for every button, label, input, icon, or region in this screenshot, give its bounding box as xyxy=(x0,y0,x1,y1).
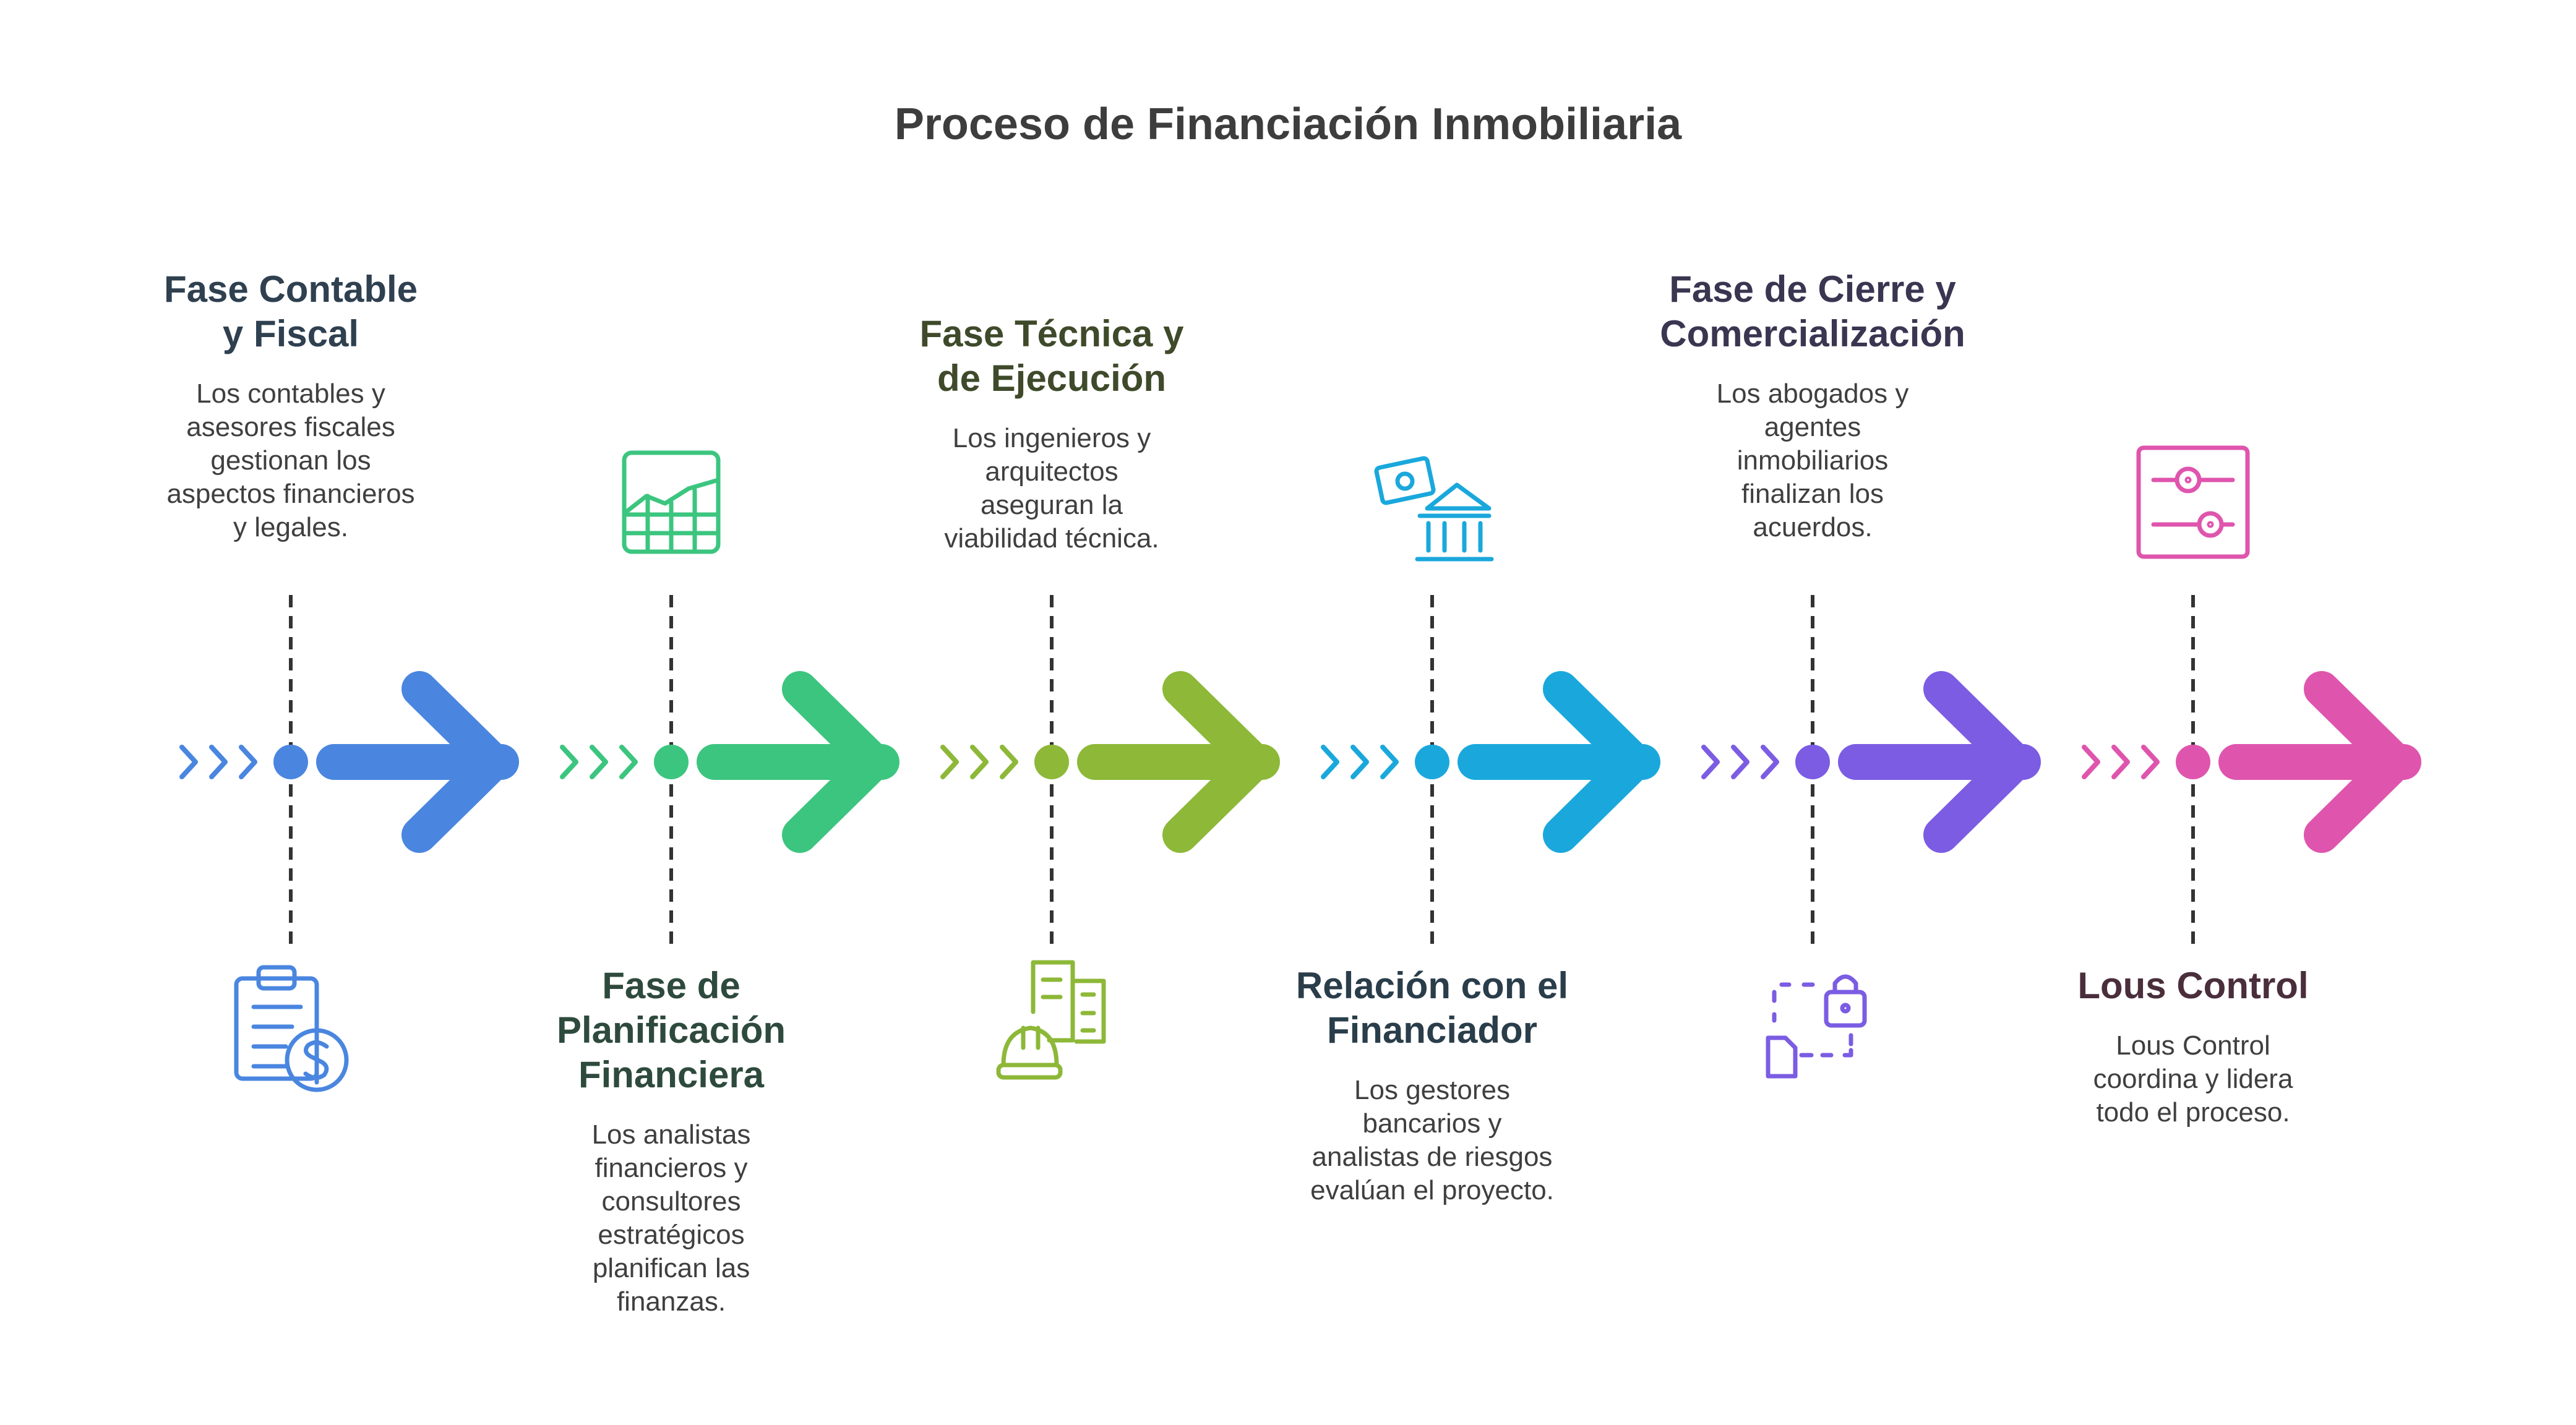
arrow-right-icon xyxy=(316,671,519,853)
phase-control xyxy=(2082,445,2421,944)
phase-heading-line: de Ejecución xyxy=(937,357,1167,399)
arrow-right-icon xyxy=(1458,671,1660,853)
phase-description-line: todo el proceso. xyxy=(2096,1097,2290,1128)
chevron-icon xyxy=(2082,745,2100,779)
arrow-right-icon xyxy=(2218,671,2421,853)
chevron-icon xyxy=(940,745,959,779)
phase-cierre xyxy=(1701,595,2041,1079)
phase-description-line: finanzas. xyxy=(616,1286,726,1317)
phase-marker xyxy=(1415,745,1449,779)
chevron-icon xyxy=(1000,745,1018,779)
hardhat-building-icon xyxy=(996,960,1106,1080)
phase-heading-line: Financiera xyxy=(578,1054,765,1095)
phase-description-line: Los gestores xyxy=(1354,1075,1510,1105)
phase-heading-line: Planificación xyxy=(556,1009,786,1051)
arrow-right-icon xyxy=(1077,671,1280,853)
phase-heading-line: Lous Control xyxy=(2077,965,2309,1006)
diagram-title: Proceso de Financiación Inmobiliaria xyxy=(894,100,1682,149)
phase-description-line: Los analistas xyxy=(591,1119,751,1150)
phase-description-line: arquitectos xyxy=(985,456,1118,487)
phase-description-line: acuerdos. xyxy=(1753,512,1873,542)
clipboard-dollar-icon xyxy=(234,965,349,1092)
phase-description-line: agentes xyxy=(1764,412,1861,442)
chevron-icon xyxy=(970,745,989,779)
phase-description-line: inmobiliarios xyxy=(1737,445,1889,476)
chevron-icon xyxy=(560,745,578,779)
phase-description-line: planifican las xyxy=(592,1253,750,1283)
chevron-icon xyxy=(2141,745,2160,779)
arrow-right-icon xyxy=(697,671,899,853)
phase-description-line: bancarios y xyxy=(1362,1108,1502,1139)
phase-description-line: Lous Control xyxy=(2116,1030,2270,1061)
phase-description-line: evalúan el proyecto. xyxy=(1310,1175,1554,1205)
chevron-icon xyxy=(1380,745,1399,779)
phase-description-line: consultores xyxy=(601,1186,741,1217)
arrow-right-icon xyxy=(1838,671,2041,853)
chevron-icon xyxy=(1350,745,1369,779)
phase-heading-line: Fase de xyxy=(602,965,741,1006)
chevron-icon xyxy=(209,745,228,779)
phase-description-line: asesores fiscales xyxy=(186,412,395,442)
sliders-control-icon xyxy=(2136,445,2250,559)
chevron-icon xyxy=(179,745,198,779)
phase-marker xyxy=(273,745,308,779)
chevron-icon xyxy=(1321,745,1339,779)
phase-description-line: finalizan los xyxy=(1741,479,1884,509)
phase-description-line: y legales. xyxy=(233,512,348,542)
phase-description-line: Los ingenieros y xyxy=(952,423,1151,453)
phase-description-line: aspectos financieros xyxy=(166,479,415,509)
chevron-icon xyxy=(1701,745,1720,779)
phase-contable xyxy=(179,595,519,1092)
phase-description-line: Los contables y xyxy=(196,379,385,409)
spreadsheet-chart-icon xyxy=(622,450,721,554)
phase-planificacion xyxy=(560,450,899,944)
phase-heading-line: Fase Técnica y xyxy=(919,313,1184,354)
phase-marker xyxy=(1034,745,1069,779)
phase-heading-line: Relación con el xyxy=(1295,965,1569,1006)
phase-heading-line: Fase Contable xyxy=(163,268,418,310)
chevron-icon xyxy=(1731,745,1750,779)
phase-heading: Lous Control xyxy=(2001,964,2385,1008)
phase-heading-line: Comercialización xyxy=(1660,313,1965,354)
phase-description-line: gestionan los xyxy=(210,445,371,476)
secure-documents-icon xyxy=(1766,974,1867,1079)
phase-marker xyxy=(1795,745,1830,779)
phase-marker xyxy=(2176,745,2210,779)
phase-heading-line: Fase de Cierre y xyxy=(1669,268,1956,310)
phase-marker xyxy=(654,745,689,779)
chevron-icon xyxy=(239,745,257,779)
phase-description-line: coordina y lidera xyxy=(2093,1064,2293,1094)
phase-financiador xyxy=(1321,456,1660,944)
bank-money-icon xyxy=(1374,456,1494,562)
phase-description-line: financieros y xyxy=(595,1153,748,1183)
phase-heading-line: Financiador xyxy=(1326,1009,1538,1051)
phase-description-line: analistas de riesgos xyxy=(1312,1142,1553,1172)
chevron-icon xyxy=(590,745,608,779)
phase-tecnica xyxy=(940,595,1280,1080)
phase-description-line: Los abogados y xyxy=(1716,379,1909,409)
chevron-icon xyxy=(2111,745,2130,779)
phase-description-line: aseguran la xyxy=(981,490,1123,520)
phase-heading-line: y Fiscal xyxy=(222,313,359,354)
chevron-icon xyxy=(1761,745,1779,779)
phase-description-line: viabilidad técnica. xyxy=(944,523,1159,554)
phase-description-line: estratégicos xyxy=(598,1220,745,1250)
chevron-icon xyxy=(619,745,638,779)
